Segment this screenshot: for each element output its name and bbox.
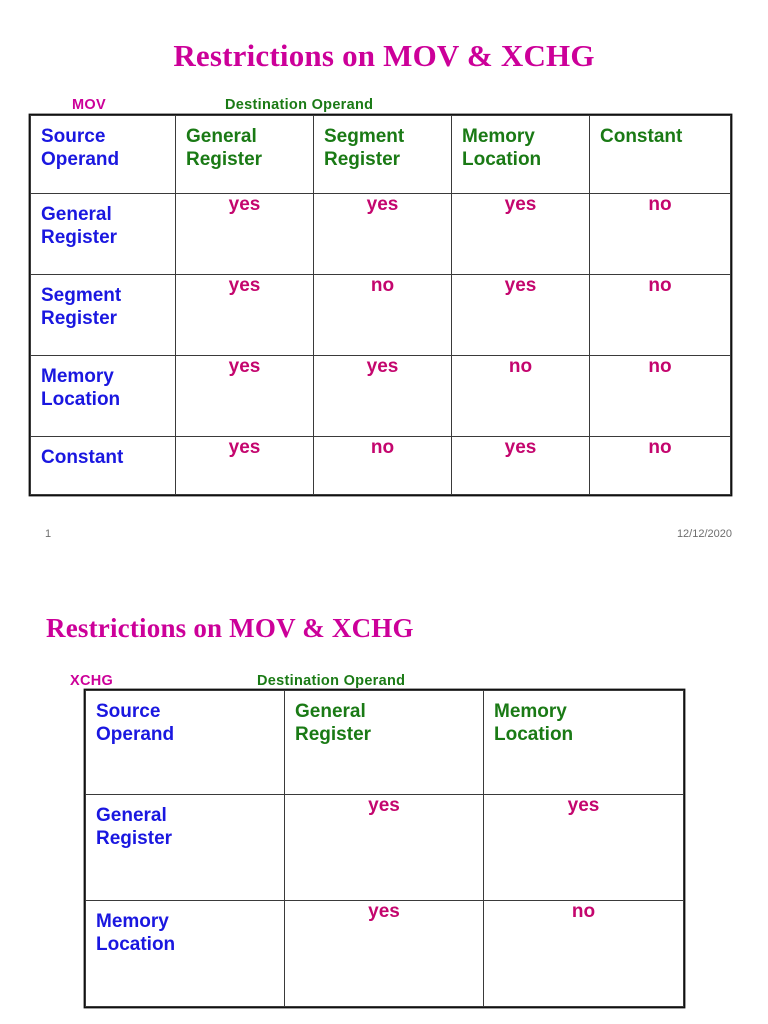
source-operand-line2: Operand (41, 149, 120, 170)
page-title: Restrictions on MOV & XCHG (173, 38, 595, 73)
column-header-line2: Register (324, 149, 401, 170)
slide-page-number: 1 (45, 528, 52, 540)
xchg-restrictions-table: Source Operand General Register Memory L… (85, 690, 684, 1007)
header-cell-source-operand: Source Operand (30, 115, 176, 194)
row-header-line1: Memory (96, 911, 169, 932)
row-header-line1: Segment (41, 285, 122, 306)
cell-value: no (589, 436, 731, 495)
column-header-line1: Memory (462, 126, 535, 147)
table-row: Segment Register yes no yes no (30, 274, 731, 356)
row-header-memory-location: Memory Location (85, 900, 285, 1007)
cell-value: yes (313, 355, 452, 437)
instruction-label-xchg: XCHG (70, 673, 114, 689)
cell-value: yes (284, 900, 484, 1007)
cell-value: yes (451, 436, 590, 495)
source-operand-line2: Operand (96, 724, 175, 745)
table-header-row: Source Operand General Register Segment … (30, 115, 731, 194)
header-cell-general-register: General Register (284, 690, 484, 795)
row-header-line1: Memory (41, 366, 114, 387)
column-header-line1: Memory (494, 701, 567, 722)
header-cell-general-register: General Register (175, 115, 314, 194)
column-header-line2: Register (186, 149, 263, 170)
column-header-line2: Location (462, 149, 542, 170)
column-header-line1: Constant (600, 126, 683, 147)
row-header-segment-register: Segment Register (30, 274, 176, 356)
cell-value: yes (313, 193, 452, 275)
instruction-label-mov: MOV (72, 97, 106, 113)
cell-value: yes (284, 794, 484, 901)
cell-value: no (589, 355, 731, 437)
table-row: General Register yes yes (85, 794, 684, 901)
row-header-line2: Register (96, 828, 173, 849)
mov-restrictions-table: Source Operand General Register Segment … (30, 115, 731, 495)
slide-date: 12/12/2020 (676, 528, 732, 540)
cell-value: no (313, 436, 452, 495)
row-header-line2: Register (41, 227, 118, 248)
header-cell-constant: Constant (589, 115, 731, 194)
destination-operand-label-2: Destination Operand (257, 673, 406, 689)
row-header-general-register: General Register (30, 193, 176, 275)
header-cell-memory-location: Memory Location (451, 115, 590, 194)
header-cell-segment-register: Segment Register (313, 115, 452, 194)
row-header-general-register: General Register (85, 794, 285, 901)
cell-value: yes (175, 355, 314, 437)
table-row: General Register yes yes yes no (30, 193, 731, 275)
table-header-row: Source Operand General Register Memory L… (85, 690, 684, 795)
cell-value: yes (451, 274, 590, 356)
header-cell-source-operand: Source Operand (85, 690, 285, 795)
slide-mov: Restrictions on MOV & XCHG MOV Destinati… (30, 38, 732, 540)
table-row: Memory Location yes yes no no (30, 355, 731, 437)
destination-operand-label: Destination Operand (225, 97, 374, 113)
column-header-line2: Register (295, 724, 372, 745)
cell-value: no (589, 274, 731, 356)
header-cell-memory-location: Memory Location (483, 690, 684, 795)
cell-value: yes (175, 193, 314, 275)
row-header-line1: Constant (41, 447, 124, 468)
cell-value: yes (483, 794, 684, 901)
row-header-line2: Location (96, 934, 176, 955)
page-title-2: Restrictions on MOV & XCHG (46, 613, 414, 643)
row-header-line2: Location (41, 389, 121, 410)
table-row: Memory Location yes no (85, 900, 684, 1007)
source-operand-line1: Source (96, 701, 161, 722)
source-operand-line1: Source (41, 126, 106, 147)
cell-value: no (589, 193, 731, 275)
row-header-line1: General (96, 805, 167, 826)
cell-value: no (313, 274, 452, 356)
cell-value: no (483, 900, 684, 1007)
column-header-line1: General (186, 126, 257, 147)
cell-value: yes (175, 436, 314, 495)
column-header-line2: Location (494, 724, 574, 745)
row-header-line2: Register (41, 308, 118, 329)
row-header-memory-location: Memory Location (30, 355, 176, 437)
column-header-line1: Segment (324, 126, 405, 147)
row-header-constant: Constant (30, 436, 176, 495)
table-row: Constant yes no yes no (30, 436, 731, 495)
row-header-line1: General (41, 204, 112, 225)
cell-value: yes (451, 193, 590, 275)
cell-value: no (451, 355, 590, 437)
column-header-line1: General (295, 701, 366, 722)
cell-value: yes (175, 274, 314, 356)
